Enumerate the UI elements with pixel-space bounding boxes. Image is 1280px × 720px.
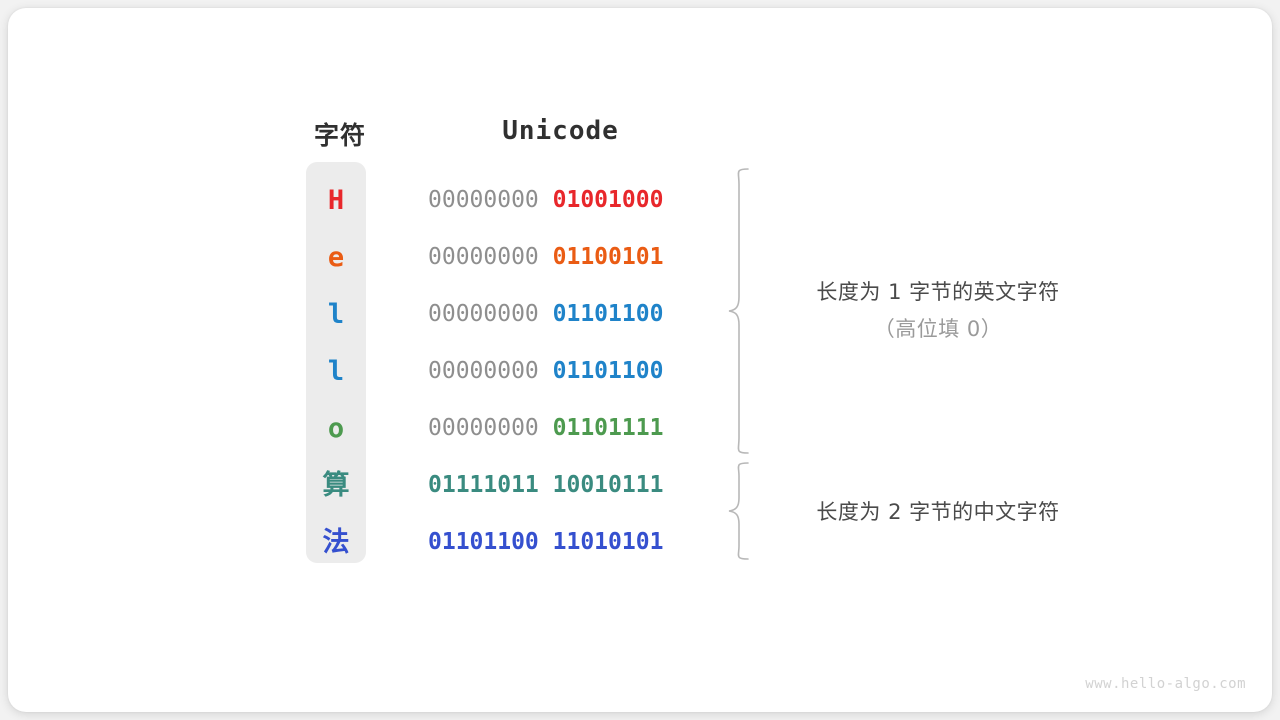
table-row: o 00000000 01101111 — [8, 400, 1272, 457]
brace-one-byte-group — [728, 168, 749, 454]
row-character: 法 — [322, 527, 350, 558]
table-row: 算 01111011 10010111 — [8, 457, 1272, 514]
row-unicode-bits: 00000000 01001000 — [428, 172, 698, 229]
byte-separator — [539, 415, 553, 441]
row-low-byte: 10010111 — [552, 472, 664, 498]
row-character: l — [327, 299, 345, 330]
watermark-url: www.hello-algo.com — [1085, 676, 1246, 692]
row-high-byte: 00000000 — [428, 244, 539, 270]
row-high-byte: 00000000 — [428, 301, 539, 327]
diagram-card: 字符 Unicode H 00000000 01001000 e 00000000 0… — [8, 8, 1272, 712]
row-low-byte: 01100101 — [552, 244, 664, 270]
row-low-byte: 11010101 — [552, 529, 664, 555]
row-high-byte: 01111011 — [428, 472, 539, 498]
annotation-one-byte-line2: （高位填 0） — [873, 317, 1003, 341]
row-low-byte: 01101100 — [552, 301, 664, 327]
row-unicode-bits: 00000000 01100101 — [428, 229, 698, 286]
unicode-encoding-diagram: 字符 Unicode H 00000000 01001000 e 00000000 0… — [8, 8, 1272, 712]
byte-separator — [539, 472, 553, 498]
column-header-character: 字符 — [313, 122, 366, 150]
row-low-byte: 01101111 — [552, 415, 664, 441]
byte-separator — [539, 301, 553, 327]
row-character: l — [327, 356, 345, 387]
row-character: H — [327, 185, 345, 216]
byte-separator — [539, 187, 553, 213]
annotation-two-byte: 长度为 2 字节的中文字符 — [778, 496, 1098, 526]
byte-separator — [539, 529, 553, 555]
table-row: e 00000000 01100101 — [8, 229, 1272, 286]
column-header-unicode: Unicode — [502, 116, 619, 146]
row-unicode-bits: 00000000 01101100 — [428, 343, 698, 400]
annotation-two-byte-line1: 长度为 2 字节的中文字符 — [816, 500, 1060, 524]
row-unicode-bits: 01111011 10010111 — [428, 457, 698, 514]
row-character: 算 — [322, 470, 350, 501]
annotation-one-byte-line1: 长度为 1 字节的英文字符 — [816, 280, 1060, 304]
annotation-one-byte: 长度为 1 字节的英文字符 （高位填 0） — [778, 276, 1098, 343]
row-character: o — [327, 413, 345, 444]
table-row: 法 01101100 11010101 — [8, 514, 1272, 571]
row-unicode-bits: 00000000 01101100 — [428, 286, 698, 343]
row-high-byte: 01101100 — [428, 529, 539, 555]
row-character: e — [327, 242, 345, 273]
row-high-byte: 00000000 — [428, 415, 539, 441]
byte-separator — [539, 244, 553, 270]
row-unicode-bits: 00000000 01101111 — [428, 400, 698, 457]
table-row: l 00000000 01101100 — [8, 343, 1272, 400]
row-high-byte: 00000000 — [428, 358, 539, 384]
row-high-byte: 00000000 — [428, 187, 539, 213]
brace-two-byte-group — [728, 462, 749, 560]
row-low-byte: 01101100 — [552, 358, 664, 384]
row-unicode-bits: 01101100 11010101 — [428, 514, 698, 571]
table-row: l 00000000 01101100 — [8, 286, 1272, 343]
byte-separator — [539, 358, 553, 384]
row-low-byte: 01001000 — [552, 187, 664, 213]
table-row: H 00000000 01001000 — [8, 172, 1272, 229]
character-column-plate — [306, 162, 366, 563]
